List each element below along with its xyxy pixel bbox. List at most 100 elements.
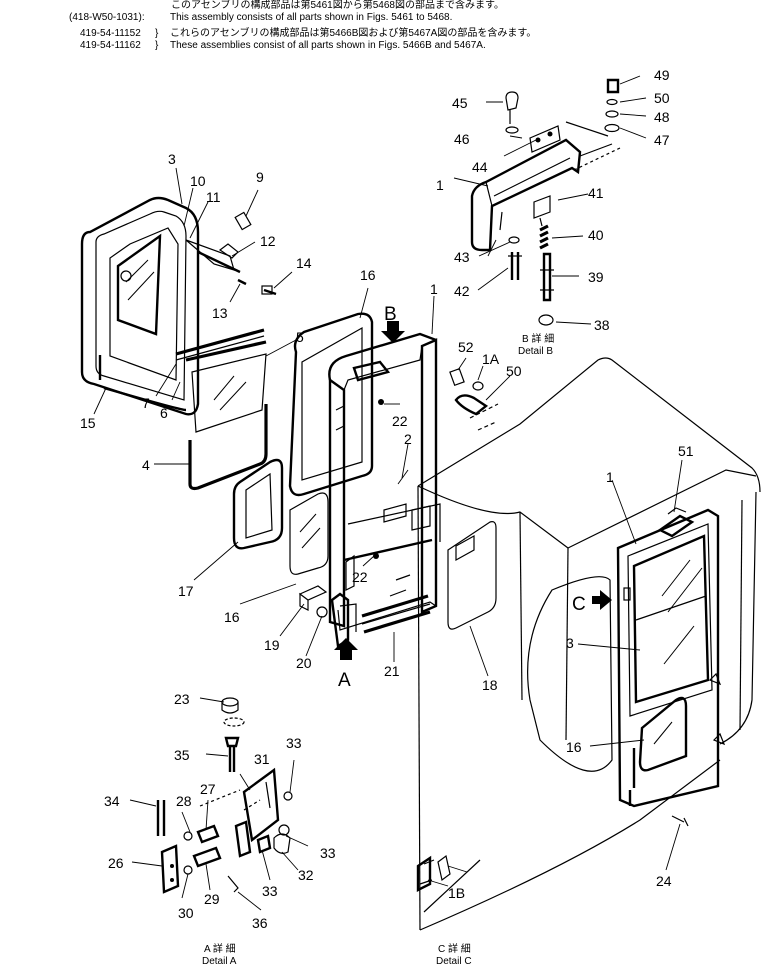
callout-25: 26 xyxy=(108,855,124,871)
sliding-rail xyxy=(361,594,431,634)
callout-37: 38 xyxy=(594,317,610,333)
callout-50-upper: 50 xyxy=(506,363,522,379)
detail-b-jp: B 詳 細 xyxy=(522,332,554,345)
latch-bracket xyxy=(449,367,499,431)
callout-35: 35 xyxy=(174,747,190,763)
view-label-c: C xyxy=(572,594,586,615)
callout-12: 13 xyxy=(212,305,228,321)
callout-22-lower: 22 xyxy=(352,569,368,585)
callout-48: 49 xyxy=(654,67,670,83)
cab-door-closed xyxy=(616,508,726,808)
detail-a-jp: A 詳 細 xyxy=(204,942,236,955)
callout-20: 20 xyxy=(296,655,312,671)
upper-window-frame xyxy=(80,196,200,416)
callout-29: 30 xyxy=(178,905,194,921)
callout-34: 34 xyxy=(104,793,120,809)
callout-49: 50 xyxy=(654,90,670,106)
detail-c-en: Detail C xyxy=(436,956,472,967)
header-note-jp-1: このアセンブリの構成部品は第5461図から第5468図の部品まで含みます。 xyxy=(171,0,504,11)
callout-13: 14 xyxy=(296,255,312,271)
callout-5: 5 xyxy=(296,329,304,345)
callout-47: 48 xyxy=(654,109,670,125)
trim-panel xyxy=(447,521,497,630)
callout-30: 31 xyxy=(254,751,270,767)
callout-11: 12 xyxy=(260,233,276,249)
callout-10: 11 xyxy=(206,189,221,205)
callout-43: 44 xyxy=(472,159,488,175)
callout-8: 9 xyxy=(256,169,264,185)
callout-4: 4 xyxy=(142,457,150,473)
callout-3: 3 xyxy=(168,151,176,167)
callout-19: 19 xyxy=(264,637,280,653)
callout-7: 7 xyxy=(142,395,150,411)
callout-2: 2 xyxy=(404,431,412,447)
callout-9: 10 xyxy=(190,173,206,189)
callout-26: 27 xyxy=(200,781,216,797)
callout-23: 23 xyxy=(174,691,190,707)
callout-31: 32 xyxy=(298,867,314,883)
callout-17: 17 xyxy=(178,583,194,599)
detail-a-parts xyxy=(156,697,293,894)
cab-top-latch xyxy=(657,507,695,538)
callout-1-cab: 1 xyxy=(606,469,614,485)
view-arrow-b xyxy=(381,321,405,343)
callout-44: 45 xyxy=(452,95,468,111)
callout-27: 28 xyxy=(176,793,192,809)
callout-16-cab: 16 xyxy=(566,739,582,755)
small-window-rubber xyxy=(232,458,284,550)
header-note-jp-2: これらのアセンブリの構成部品は第5466B図および第5467A図の部品を含みます… xyxy=(170,28,537,39)
header-code-1: (418-W50-1031): xyxy=(69,12,145,23)
callout-14: 15 xyxy=(80,415,96,431)
view-label-b: B xyxy=(384,304,397,325)
header-note-en-2: These assemblies consist of all parts sh… xyxy=(170,40,486,51)
callout-51: 52 xyxy=(458,339,474,355)
window-rails xyxy=(175,328,267,362)
callout-21: 21 xyxy=(384,663,400,679)
callout-40: 41 xyxy=(588,185,604,201)
detail-a-en: Detail A xyxy=(202,956,237,967)
callout-15: 16 xyxy=(360,267,376,283)
door-frame-seal xyxy=(288,312,374,497)
detail-b-en: Detail B xyxy=(518,346,553,357)
leader-lines xyxy=(93,75,683,911)
callout-33-upper: 33 xyxy=(286,735,302,751)
detail-c-jp: C 詳 細 xyxy=(438,942,471,955)
callout-41: 42 xyxy=(454,283,470,299)
callout-1a: 1B xyxy=(448,885,465,901)
callout-42: 43 xyxy=(454,249,470,265)
view-arrow-c xyxy=(592,590,612,610)
callout-1-door: 1 xyxy=(430,281,438,297)
window-seal-channel xyxy=(188,404,268,491)
header-code-3: 419-54-11162 xyxy=(80,40,141,51)
door-frame xyxy=(328,332,441,631)
callout-32: 33 xyxy=(262,883,278,899)
callout-50-cab: 51 xyxy=(678,443,694,459)
header-brace-2: } xyxy=(155,28,159,39)
callout-28: 29 xyxy=(204,891,220,907)
small-window-glass xyxy=(289,492,329,575)
callout-22-upper: 22 xyxy=(392,413,408,429)
callout-24: 24 xyxy=(656,873,672,889)
callout-52: 1A xyxy=(482,351,500,367)
header-code-2: 419-54-11152 xyxy=(80,28,141,39)
cab-body xyxy=(417,357,761,931)
callout-3-cab: 3 xyxy=(566,635,574,651)
callout-16-left: 16 xyxy=(224,609,240,625)
lower-glass xyxy=(191,353,267,433)
detail-b-parts xyxy=(470,78,621,326)
callout-6: 6 xyxy=(160,405,168,421)
callout-33-lower: 33 xyxy=(320,845,336,861)
callout-46: 47 xyxy=(654,132,670,148)
header-brace-3: } xyxy=(155,40,159,51)
callout-1-top: 1 xyxy=(436,177,444,193)
callout-36: 36 xyxy=(252,915,268,931)
view-label-a: A xyxy=(338,670,351,691)
bolt-24 xyxy=(671,815,689,827)
callout-39: 40 xyxy=(588,227,604,243)
callout-18: 18 xyxy=(482,677,498,693)
hinge-blocks xyxy=(298,585,357,648)
callout-45: 46 xyxy=(454,131,470,147)
window-latch-assembly xyxy=(185,211,277,296)
callout-38: 39 xyxy=(588,269,604,285)
